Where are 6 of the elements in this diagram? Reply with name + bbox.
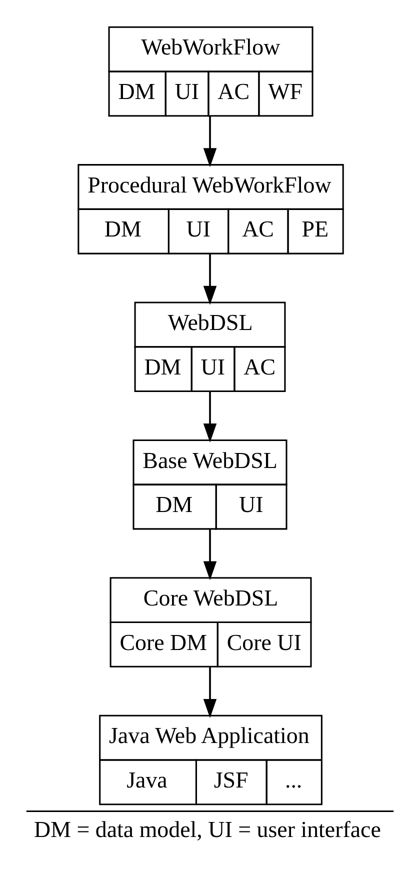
- arrow: [203, 666, 217, 718]
- arrow: [203, 391, 217, 442]
- arrow: [203, 116, 217, 167]
- arrow: [203, 528, 217, 580]
- arrow: [203, 254, 217, 304]
- caption: DM = data model, UI = user interface: [34, 816, 381, 842]
